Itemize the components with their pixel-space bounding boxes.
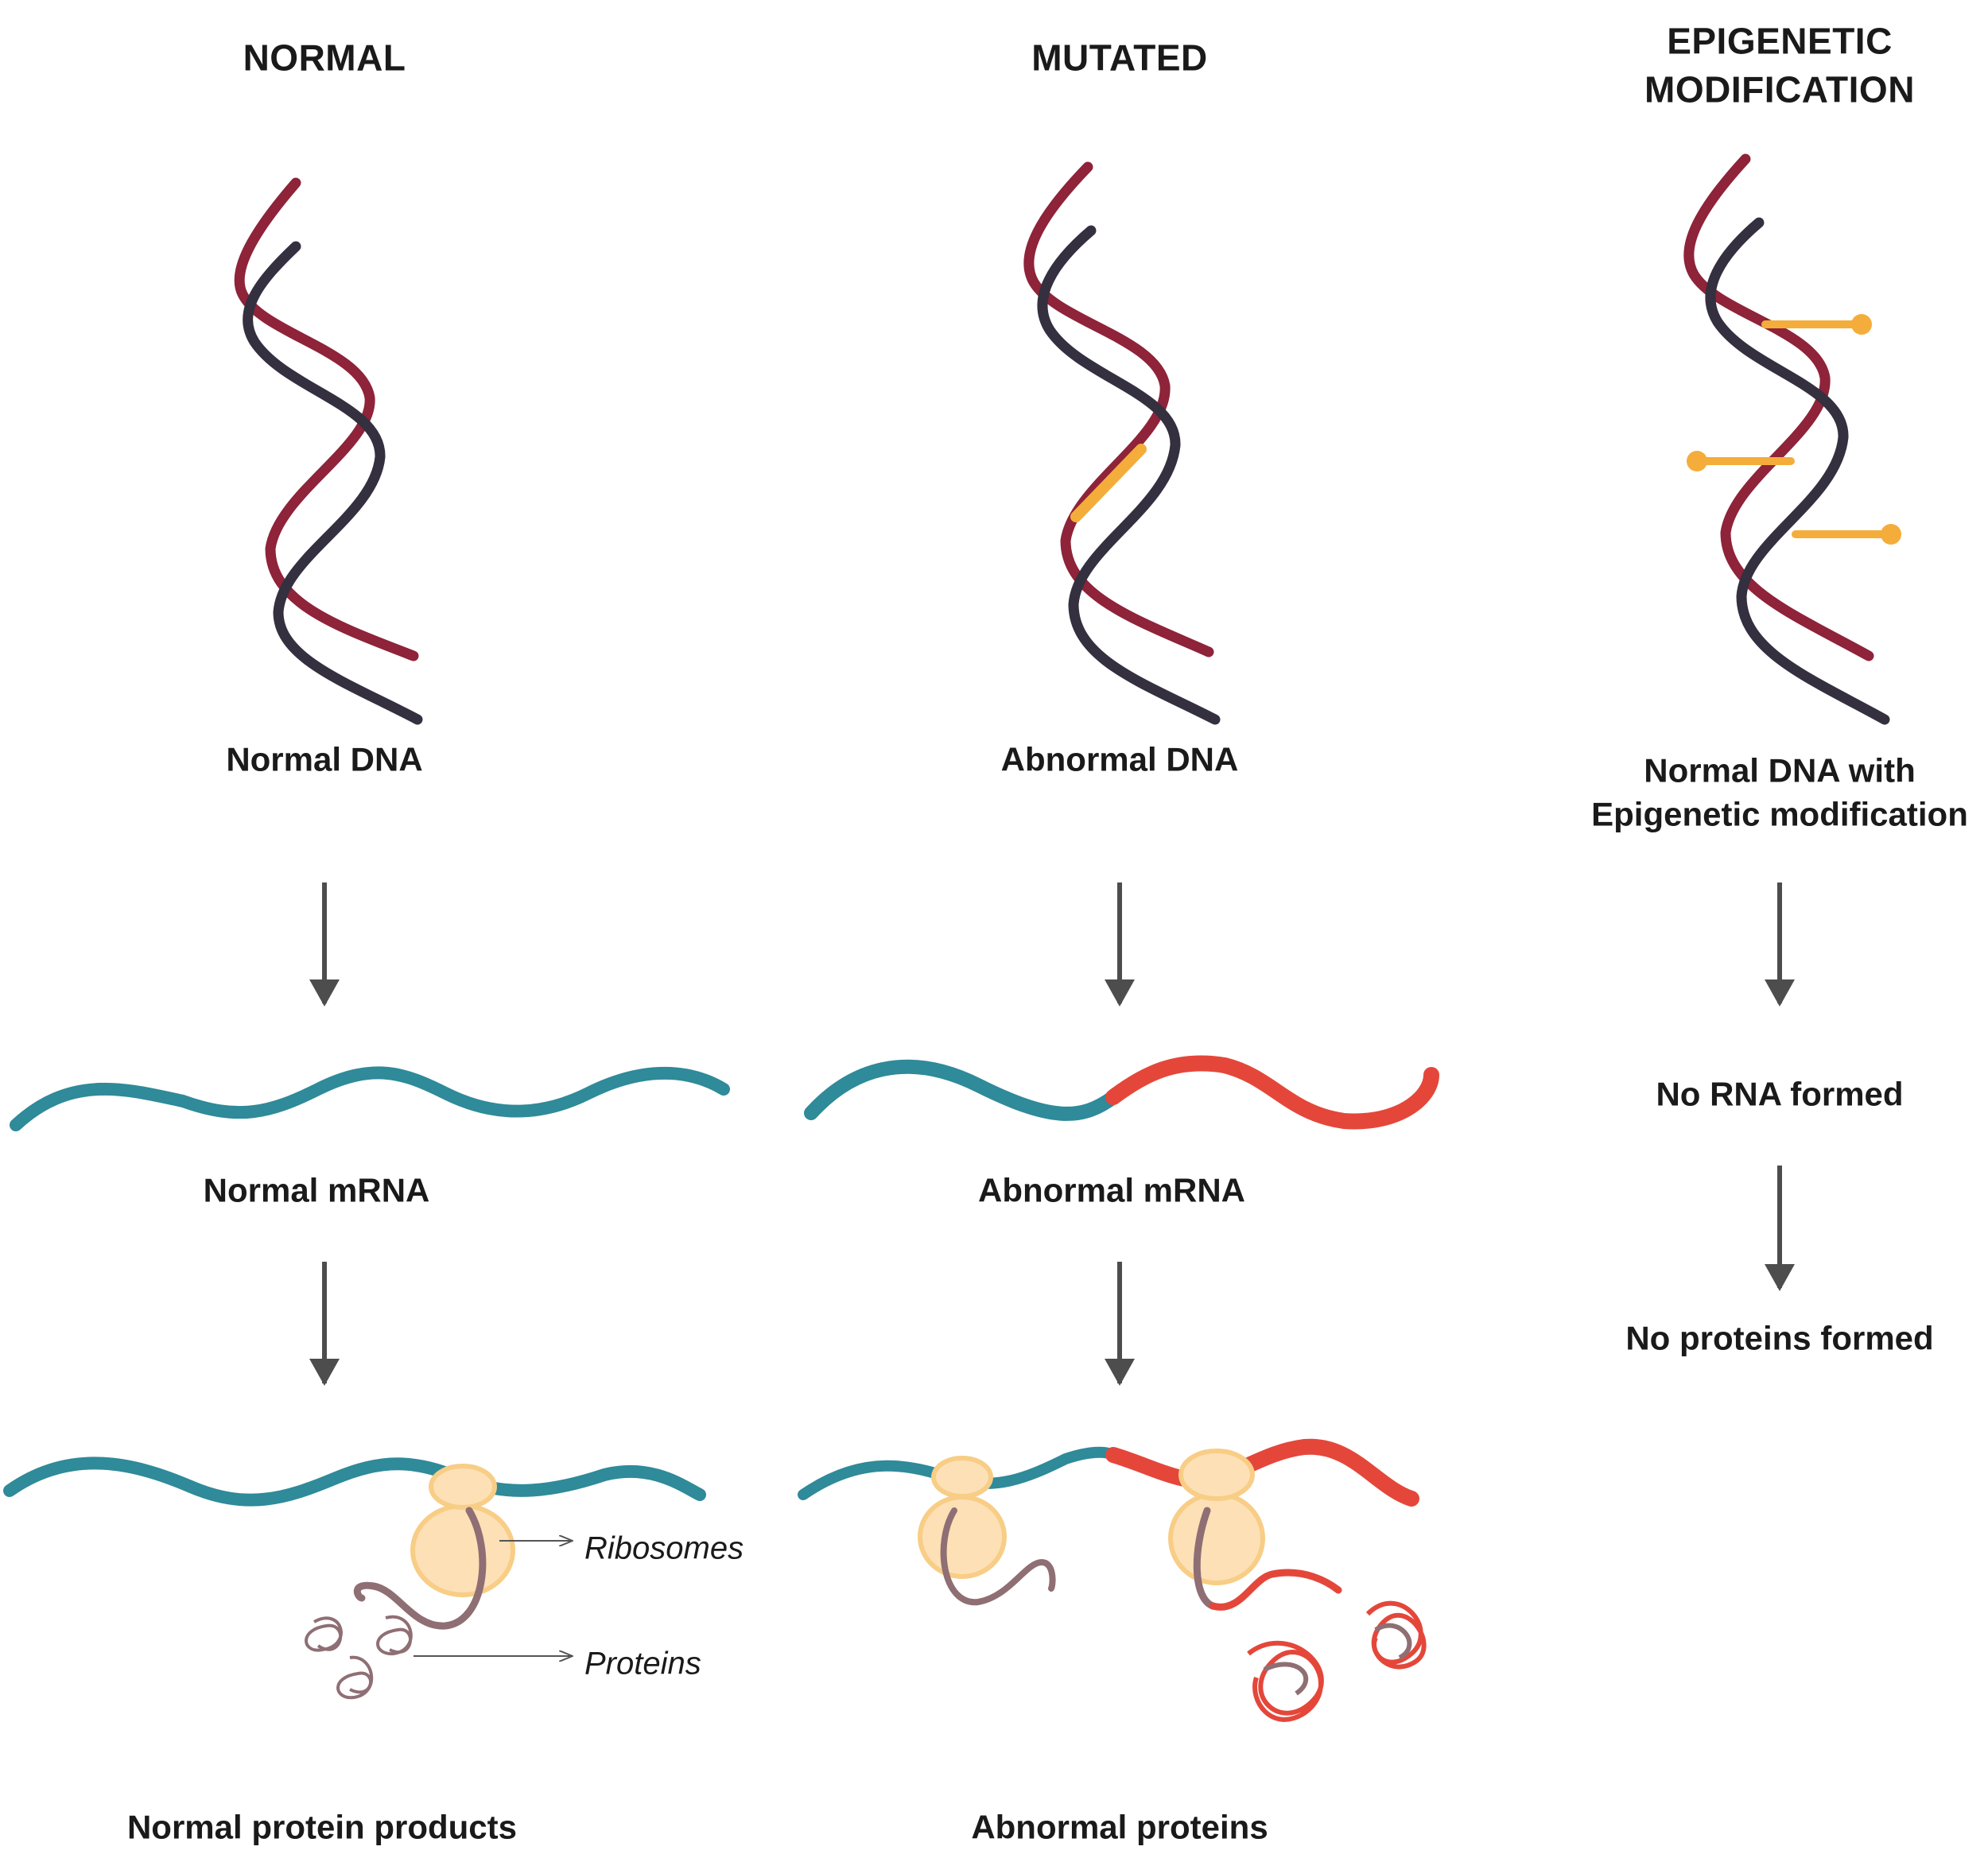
epigenetic-dna-line2: Epigenetic modification: [1591, 796, 1968, 833]
epigenetic-dna-helix: [1683, 153, 1901, 725]
mutation-mark: [1070, 444, 1147, 522]
protein-chain-mutated-2-b: [1209, 1569, 1342, 1611]
epigenetic-dna-line1: Normal DNA with: [1644, 751, 1916, 789]
arrow-heads: [309, 979, 1795, 1386]
normal-translation-mrna: [3, 1457, 706, 1507]
mutated-column-heading: MUTATED: [1031, 37, 1208, 79]
epigenetic-column-heading: EPIGENETIC MODIFICATION: [1644, 17, 1915, 113]
no-proteins-label: No proteins formed: [1625, 1319, 1934, 1357]
folded-proteins-normal: [305, 1615, 413, 1700]
normal-column-heading: NORMAL: [243, 37, 406, 79]
ribosome-normal: [410, 1464, 515, 1597]
protein-chain-mutated-2-a: [1193, 1507, 1217, 1610]
no-rna-label: No RNA formed: [1656, 1075, 1904, 1113]
normal-mrna-strand: [10, 1066, 730, 1131]
ribosomes-callout: Ribosomes: [584, 1530, 744, 1566]
flow-arrows: [320, 882, 1784, 1384]
mutated-dna-helix: [1023, 161, 1221, 725]
normal-mrna-label: Normal mRNA: [203, 1171, 430, 1209]
methyl-group-marks: [1687, 314, 1901, 545]
epigenetic-dna-label: Normal DNA with Epigenetic modification: [1591, 749, 1968, 837]
abnormal-dna-label: Abnormal DNA: [1000, 740, 1239, 778]
proteins-callout: Proteins: [584, 1646, 701, 1682]
mutated-translation: [798, 1438, 1427, 1722]
abnormal-mrna-strand: [804, 1055, 1439, 1130]
protein-chain-normal: [353, 1507, 487, 1630]
epigenetic-heading-line2: MODIFICATION: [1644, 68, 1915, 110]
protein-chain-mutated-1: [940, 1507, 1056, 1606]
normal-dna-helix: [234, 177, 423, 725]
folded-proteins-abnormal: [1247, 1600, 1427, 1722]
normal-dna-label: Normal DNA: [226, 740, 423, 778]
epigenetic-heading-line1: EPIGENETIC: [1667, 20, 1893, 62]
ribosome-mutated-1: [918, 1456, 1007, 1579]
normal-protein-products-label: Normal protein products: [126, 1808, 518, 1846]
abnormal-proteins-label: Abnormal proteins: [971, 1808, 1268, 1846]
ribosome-mutated-2: [1168, 1449, 1265, 1585]
abnormal-mrna-label: Abnormal mRNA: [977, 1171, 1246, 1209]
normal-translation: [3, 1457, 706, 1700]
